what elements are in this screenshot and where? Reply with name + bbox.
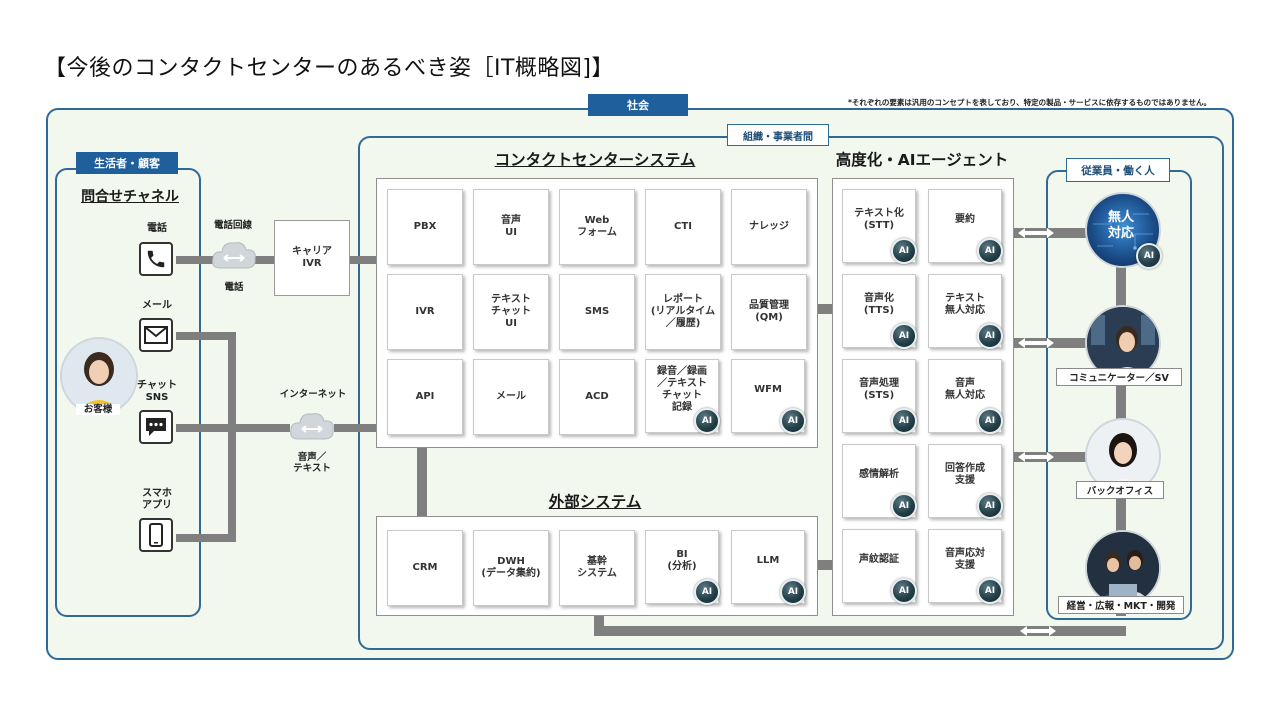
channel-label-app: スマホ アプリ xyxy=(142,488,172,511)
internet-label: インターネット xyxy=(279,389,347,400)
external-heading: 外部システム xyxy=(548,493,642,511)
smartphone-icon[interactable] xyxy=(139,518,173,552)
ai-badge: AI xyxy=(977,493,1003,519)
society-tag: 社会 xyxy=(588,94,688,116)
line-carrier-to-cc xyxy=(348,256,378,264)
line-ext-to-ai xyxy=(815,560,833,570)
line-ext-down xyxy=(594,614,604,634)
double-arrow-icon xyxy=(1018,338,1054,348)
line-cloud-to-carrier xyxy=(252,256,278,264)
cc-system-cell: API xyxy=(387,359,463,435)
ai-badge: AI xyxy=(891,323,917,349)
employee-tag: 従業員・働く人 xyxy=(1066,158,1170,182)
cc-system-cell: SMS xyxy=(559,274,635,350)
page-title: 【今後のコンタクトセンターのあるべき姿［IT概略図]】 xyxy=(44,56,615,81)
unmanned-avatar xyxy=(1085,192,1161,268)
ai-badge: AI xyxy=(891,493,917,519)
cc-system-cell: テキスト チャット UI xyxy=(473,274,549,350)
cc-system-cell: ACD xyxy=(559,359,635,435)
carrier-ivr-box: キャリア IVR xyxy=(274,220,350,296)
unmanned-label: 無人 対応 xyxy=(1107,210,1134,241)
cc-system-cell: IVR xyxy=(387,274,463,350)
cc-system-cell: メール xyxy=(473,359,549,435)
ai-badge: AI xyxy=(977,408,1003,434)
cc-system-cell: Web フォーム xyxy=(559,189,635,265)
cc-system-cell: PBX xyxy=(387,189,463,265)
cloud-icon xyxy=(290,413,334,440)
customer-tag: 生活者・顧客 xyxy=(76,152,178,174)
cc-system-cell: レポート (リアルタイム ／履歴) xyxy=(645,274,721,350)
line-channels-vertical xyxy=(228,332,236,542)
channel-label-chat: チャット SNS xyxy=(137,380,177,403)
organization-tag: 組織・事業者間 xyxy=(727,124,829,146)
channel-label-mail: メール xyxy=(142,300,172,311)
external-system-cell: DWH (データ集約) xyxy=(473,530,549,606)
line-phone-to-cloud xyxy=(176,256,216,264)
line-cc-to-ai xyxy=(815,304,833,314)
back-office-label: バックオフィス xyxy=(1076,481,1164,499)
ai-badge: AI xyxy=(694,579,720,605)
cc-system-cell: 品質管理 (QM) xyxy=(731,274,807,350)
line-chat-branch xyxy=(176,424,290,432)
cloud-icon xyxy=(212,242,256,269)
cc-system-cell: ナレッジ xyxy=(731,189,807,265)
external-system-cell: 基幹 システム xyxy=(559,530,635,606)
ai-agent-heading: 高度化・AIエージェント xyxy=(835,151,1009,169)
ai-badge: AI xyxy=(977,578,1003,604)
ai-agent-cell: テキスト化 (STT) xyxy=(842,189,916,263)
chat-icon[interactable] xyxy=(139,410,173,444)
disclaimer-note: *それぞれの要素は汎用のコンセプトを表しており、特定の製品・サービスに依存するも… xyxy=(848,98,1211,107)
ai-badge: AI xyxy=(891,408,917,434)
cc-system-cell: 録音／録画 ／テキスト チャット 記録 xyxy=(645,359,719,433)
phone-icon[interactable] xyxy=(139,242,173,276)
line-bottom-return xyxy=(594,626,1126,636)
channel-label-phone: 電話 xyxy=(147,223,167,234)
phone-label: 電話 xyxy=(224,282,244,293)
customer-avatar xyxy=(60,337,138,415)
ai-badge: AI xyxy=(780,579,806,605)
cc-system-heading: コンタクトセンターシステム xyxy=(494,151,696,169)
phone-line-label: 電話回線 xyxy=(213,220,252,231)
management-avatar xyxy=(1085,530,1161,606)
channels-heading: 問合せチャネル xyxy=(81,189,179,205)
ai-badge: AI xyxy=(891,578,917,604)
ai-badge: AI xyxy=(1136,243,1162,269)
voice-text-label: 音声／ テキスト xyxy=(293,452,331,475)
ai-badge: AI xyxy=(780,408,806,434)
line-mail-branch xyxy=(176,332,236,340)
ai-badge: AI xyxy=(977,238,1003,264)
line-app-branch xyxy=(176,534,236,542)
ai-badge: AI xyxy=(891,238,917,264)
line-internet-to-cc xyxy=(334,424,378,432)
customer-label: お客様 xyxy=(76,404,120,416)
double-arrow-icon xyxy=(1018,452,1054,462)
double-arrow-icon xyxy=(1020,626,1056,636)
double-arrow-icon xyxy=(1018,228,1054,238)
management-label: 経営・広報・MKT・開発 xyxy=(1058,596,1184,614)
external-system-cell: CRM xyxy=(387,530,463,606)
cc-system-cell: CTI xyxy=(645,189,721,265)
communicator-label: コミュニケーター／SV xyxy=(1056,368,1182,386)
ai-badge: AI xyxy=(977,323,1003,349)
cc-system-cell: 音声 UI xyxy=(473,189,549,265)
mail-icon[interactable] xyxy=(139,318,173,352)
line-cc-to-external xyxy=(417,446,427,516)
ai-badge: AI xyxy=(694,408,720,434)
